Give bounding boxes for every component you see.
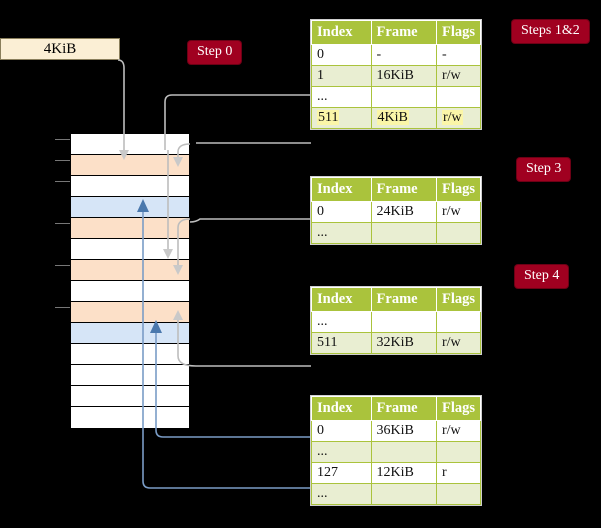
table-cell <box>370 483 437 505</box>
badge-steps-1-2-label: Steps 1&2 <box>521 23 580 38</box>
memory-frame-row <box>71 386 189 407</box>
table-cell: r/w <box>435 65 482 87</box>
table-header-flags: Flags <box>435 177 482 202</box>
badge-step-4-label: Step 4 <box>524 268 560 283</box>
table-cell: 511 <box>311 107 372 129</box>
table-cell <box>435 311 482 333</box>
badge-step-0: Step 0 <box>188 41 242 64</box>
table-cell: r <box>435 462 482 484</box>
table-header-frame: Frame <box>370 20 437 45</box>
memory-frame-row <box>71 344 189 365</box>
memory-frame-row <box>71 218 189 239</box>
table-header-index: Index <box>311 177 372 202</box>
highlighted-value: 4KiB <box>376 110 409 125</box>
memory-tick-4 <box>55 265 71 266</box>
memory-frame-row <box>71 239 189 260</box>
memory-frame-row <box>71 134 189 155</box>
table-header-flags: Flags <box>435 287 482 312</box>
memory-tick-5 <box>55 307 71 308</box>
table-header-frame: Frame <box>370 396 437 421</box>
table-cell: - <box>435 44 482 66</box>
table-row: ... <box>311 222 482 244</box>
table-cell <box>370 441 437 463</box>
table-row: ... <box>311 86 482 108</box>
table-cell: ... <box>311 483 372 505</box>
table-row: 511 4KiB r/w <box>311 107 482 129</box>
badge-step-0-label: Step 0 <box>197 44 233 59</box>
table-header-index: Index <box>311 20 372 45</box>
memory-tick-3 <box>55 223 71 224</box>
table-cell: - <box>370 44 437 66</box>
memory-frame-row <box>71 281 189 302</box>
memory-tick-0 <box>55 139 71 140</box>
table-cell: 0 <box>311 201 372 223</box>
memory-tick-1 <box>55 160 71 161</box>
memory-frame-row <box>71 260 189 281</box>
table-cell: ... <box>311 86 372 108</box>
table-cell <box>370 311 437 333</box>
table-header-flags: Flags <box>435 396 482 421</box>
highlighted-value: r/w <box>441 110 463 125</box>
table-cell: 32KiB <box>370 332 437 354</box>
table-cell: 24KiB <box>370 201 437 223</box>
table-cell <box>435 441 482 463</box>
highlighted-value: 511 <box>317 110 340 125</box>
table-cell: 16KiB <box>370 65 437 87</box>
table-row: ... <box>311 311 482 333</box>
table-cell <box>435 86 482 108</box>
source-frame-box: 4KiB <box>0 38 120 60</box>
badge-steps-1-2: Steps 1&2 <box>512 20 589 43</box>
memory-frame-row <box>71 323 189 344</box>
table-cell <box>370 222 437 244</box>
table-cell: ... <box>311 311 372 333</box>
table-cell: 12KiB <box>370 462 437 484</box>
table-cell: 1 <box>311 65 372 87</box>
badge-step-4: Step 4 <box>515 265 569 288</box>
memory-tick-2 <box>55 181 71 182</box>
table-cell <box>370 86 437 108</box>
table-cell: ... <box>311 222 372 244</box>
badge-step-3: Step 3 <box>517 158 571 181</box>
table-cell: 4KiB <box>370 107 437 129</box>
table-header-index: Index <box>311 396 372 421</box>
source-frame-label: 4KiB <box>43 40 77 57</box>
table-header-frame: Frame <box>370 177 437 202</box>
table-cell: 0 <box>311 420 372 442</box>
memory-frame-row <box>71 365 189 386</box>
table-cell: 0 <box>311 44 372 66</box>
table-row: ... <box>311 441 482 463</box>
physical-memory-column <box>70 133 190 428</box>
memory-frame-row <box>71 302 189 323</box>
table-cell: 127 <box>311 462 372 484</box>
table-cell: 511 <box>311 332 372 354</box>
table-row: 0-- <box>311 44 482 66</box>
table-cell: r/w <box>435 332 482 354</box>
table-header-index: Index <box>311 287 372 312</box>
memory-frame-row <box>71 197 189 218</box>
table-header-frame: Frame <box>370 287 437 312</box>
memory-frame-row <box>71 176 189 197</box>
badge-step-3-label: Step 3 <box>526 161 562 176</box>
memory-frame-row <box>71 155 189 176</box>
memory-frame-row <box>71 407 189 428</box>
table-cell <box>435 483 482 505</box>
table-cell <box>435 222 482 244</box>
table-cell: ... <box>311 441 372 463</box>
table-header-flags: Flags <box>435 20 482 45</box>
table-cell: r/w <box>435 420 482 442</box>
table-cell: r/w <box>435 201 482 223</box>
table-cell: r/w <box>435 107 482 129</box>
table-cell: 36KiB <box>370 420 437 442</box>
table-row: ... <box>311 483 482 505</box>
